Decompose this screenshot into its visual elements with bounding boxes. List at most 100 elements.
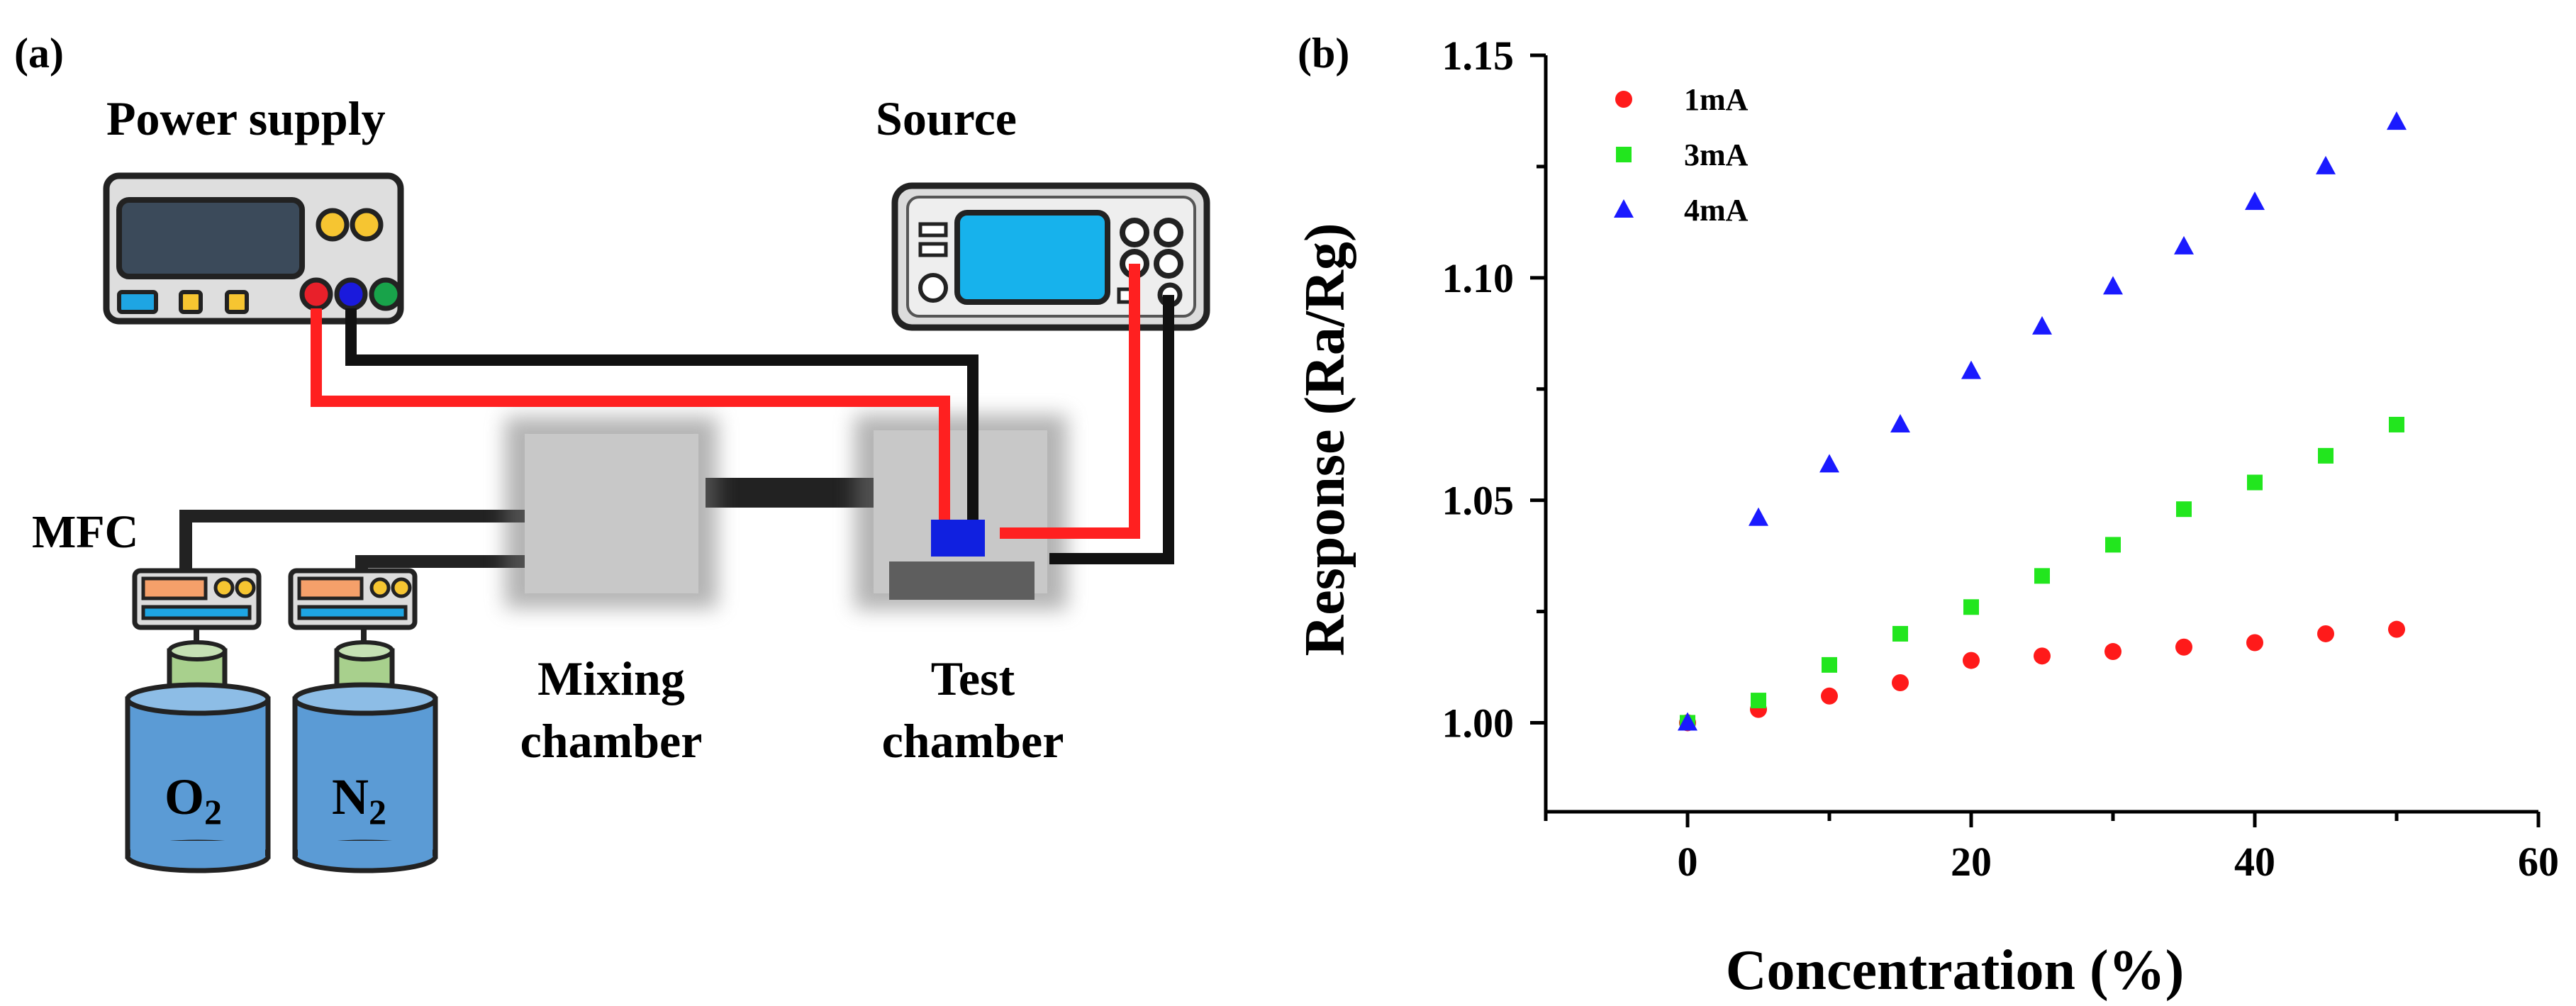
series-3mA: [1680, 416, 2404, 731]
x-tick-label: 20: [1951, 839, 1992, 885]
y-axis-label: Response (Ra/Rg): [1294, 223, 1356, 656]
data-point: [1821, 687, 1838, 705]
cylinder-top: [125, 682, 271, 716]
source-meter: [891, 182, 1210, 331]
y-tick-label: 1.10: [1442, 255, 1515, 301]
data-point: [2034, 568, 2050, 584]
mfc-knob: [235, 577, 256, 598]
y-tick-label: 1.15: [1442, 33, 1515, 79]
data-point: [2317, 625, 2334, 642]
legend-label: 1mA: [1684, 82, 1749, 117]
data-point: [2176, 501, 2192, 518]
cable-red-source: [1000, 264, 1140, 539]
mfc-status-bar: [141, 605, 252, 620]
data-point: [2387, 111, 2407, 130]
source-meter-button: [918, 222, 948, 237]
panel-a-label: (a): [14, 30, 64, 77]
cylinder-valve-top: [335, 640, 394, 661]
panel-b-label: (b): [1298, 30, 1349, 77]
cable-black-source: [1049, 295, 1174, 564]
source-meter-knob: [918, 273, 948, 303]
data-point: [1890, 413, 1910, 432]
sensor-chip: [931, 520, 985, 557]
power-supply-button: [179, 290, 203, 314]
power-supply-button: [117, 290, 158, 314]
data-point: [1892, 625, 1908, 642]
mfc-status-bar: [297, 605, 408, 620]
data-point: [2316, 155, 2336, 174]
data-point: [2174, 235, 2194, 255]
legend-item: 4mA: [1614, 193, 1749, 228]
series-4mA: [1678, 111, 2407, 731]
data-point: [2175, 638, 2192, 656]
cable-red-power: [311, 308, 950, 528]
data-point: [2034, 647, 2051, 665]
source-meter-display: [954, 210, 1110, 305]
mixing-chamber-label-line2: chamber: [520, 714, 703, 768]
panel-a: (a) Power supply Source MFC: [14, 30, 1210, 873]
x-tick-label: 40: [2234, 839, 2275, 885]
cylinder-body-cover: [298, 841, 433, 856]
cylinder-o2: O2: [125, 627, 271, 873]
data-point: [2246, 634, 2263, 652]
cylinder-top: [292, 682, 438, 716]
x-axis-label: Concentration (%): [1726, 939, 2185, 1002]
y-tick-label: 1.05: [1442, 478, 1515, 524]
data-point: [2103, 276, 2123, 295]
data-point: [1678, 712, 1697, 731]
data-point: [2318, 447, 2334, 464]
x-tick-label: 60: [2518, 839, 2559, 885]
legend-item: 3mA: [1616, 138, 1749, 172]
source-label: Source: [876, 91, 1017, 145]
terminal-blue: [334, 277, 368, 311]
mfc-knob: [213, 577, 235, 598]
chart-legend: 1mA 3mA 4mA: [1614, 82, 1749, 228]
data-point: [2032, 315, 2052, 335]
data-point: [1892, 674, 1909, 691]
power-supply-display: [116, 197, 305, 279]
source-terminal: [1154, 249, 1183, 279]
terminal-red: [299, 277, 333, 311]
source-terminal: [1120, 218, 1149, 247]
cylinder-n2: N2: [292, 627, 438, 873]
source-terminal: [1154, 218, 1183, 247]
y-tick-label: 1.00: [1442, 700, 1515, 746]
legend-label: 4mA: [1684, 193, 1749, 228]
mfc-controller-o2: [132, 568, 262, 630]
mfc-knob: [369, 577, 391, 598]
data-point: [2105, 537, 2121, 553]
legend-marker: [1616, 147, 1632, 162]
data-point: [1819, 454, 1839, 473]
data-point: [1749, 507, 1768, 526]
cylinder-body-cover: [130, 841, 265, 856]
data-point: [2389, 416, 2404, 432]
power-supply-knob: [316, 208, 350, 242]
data-point: [2104, 643, 2121, 661]
data-point: [1961, 360, 1981, 379]
chart-points: [1678, 111, 2407, 732]
power-supply-knob: [350, 208, 384, 242]
terminal-green: [369, 277, 403, 311]
cable-black-power: [345, 308, 978, 528]
cables: [311, 264, 1174, 564]
legend-label: 3mA: [1684, 138, 1749, 172]
data-point: [1822, 656, 1837, 673]
test-chamber-label-line2: chamber: [882, 714, 1064, 768]
test-chamber-label-line1: Test: [931, 652, 1015, 705]
mfc-controller-n2: [288, 568, 418, 630]
source-meter-button: [918, 242, 948, 257]
cylinder-valve-top: [167, 640, 227, 661]
cylinder-o2-label: O2: [165, 769, 222, 832]
mixing-chamber: Mixing chamber: [505, 417, 718, 768]
cylinder-n2-label: N2: [332, 769, 386, 832]
mfc-knob: [391, 577, 412, 598]
test-chamber-stage: [889, 561, 1035, 600]
series-1mA: [1679, 620, 2405, 732]
power-supply-label: Power supply: [106, 91, 386, 145]
mixing-chamber-label-line1: Mixing: [537, 652, 685, 705]
chart-axes: [1544, 55, 2538, 814]
